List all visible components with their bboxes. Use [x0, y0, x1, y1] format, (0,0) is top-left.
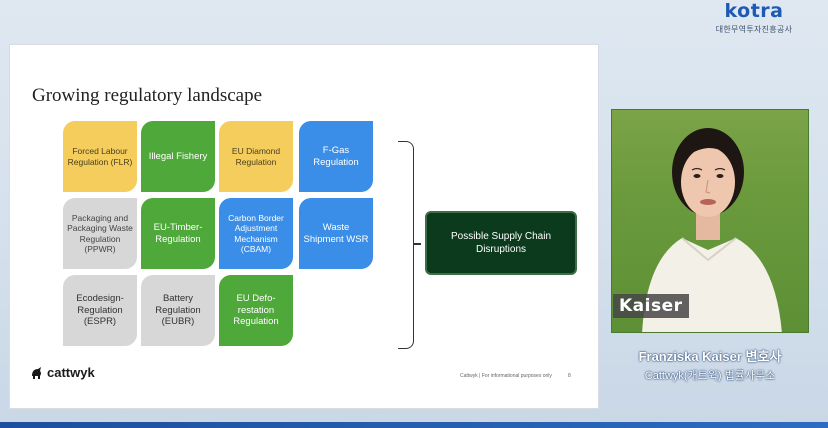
- slide-title: Growing regulatory landscape: [32, 85, 262, 107]
- tile-label: Packaging and Packaging Waste Regulation…: [66, 213, 134, 255]
- tile-label: EU-Timber-Regulation: [144, 222, 212, 245]
- tile-label: F-Gas Regulation: [302, 145, 370, 168]
- tile-f-gas: F-Gas Regulation: [299, 121, 373, 192]
- tile-eu-diamond: EU Diamond Regulation: [219, 121, 293, 192]
- logo-subtitle: 대한무역투자진흥공사: [702, 24, 806, 35]
- speaker-name-tag: Kaiser: [613, 294, 689, 318]
- tile-illegal-fishery: Illegal Fishery: [141, 121, 215, 192]
- tile-label: Waste Shipment WSR: [302, 222, 370, 245]
- tile-label: Ecodesign-Regulation (ESPR): [66, 293, 134, 328]
- cattwyk-wordmark: cattwyk: [47, 365, 95, 380]
- speaker-organization: Cattwyk(캐트윅) 법률사무소: [612, 367, 808, 383]
- tile-label: EU Defo-restation Regulation: [222, 293, 290, 328]
- tile-cbam: Carbon Border Adjustment Mechanism (CBAM…: [219, 198, 293, 269]
- result-label: Possible Supply Chain Disruptions: [435, 230, 567, 256]
- bracket-shape: [398, 141, 414, 349]
- tile-label: Battery Regulation (EUBR): [144, 293, 212, 328]
- bracket-tip: [413, 243, 421, 245]
- presentation-slide: Growing regulatory landscape Forced Labo…: [9, 44, 599, 409]
- tile-label: Carbon Border Adjustment Mechanism (CBAM…: [222, 213, 290, 255]
- tile-label: EU Diamond Regulation: [222, 146, 290, 167]
- speaker-full-name: Franziska Kaiser 변호사: [612, 346, 808, 365]
- kotra-logo: kotra 대한무역투자진흥공사: [702, 0, 806, 35]
- cattwyk-mark-icon: [30, 366, 44, 380]
- tile-battery: Battery Regulation (EUBR): [141, 275, 215, 346]
- tile-ppwr: Packaging and Packaging Waste Regulation…: [63, 198, 137, 269]
- tile-ecodesign: Ecodesign-Regulation (ESPR): [63, 275, 137, 346]
- bottom-accent-bar: [0, 422, 828, 428]
- slide-page-number: 8: [568, 373, 571, 379]
- tile-forced-labour: Forced Labour Regulation (FLR): [63, 121, 137, 192]
- cattwyk-logo: cattwyk: [30, 365, 95, 380]
- tile-waste-shipment: Waste Shipment WSR: [299, 198, 373, 269]
- slide-footer: Cattwyk | For informational purposes onl…: [460, 373, 552, 379]
- tile-eu-timber: EU-Timber-Regulation: [141, 198, 215, 269]
- supply-chain-box: Possible Supply Chain Disruptions: [425, 211, 577, 275]
- tile-label: Forced Labour Regulation (FLR): [66, 146, 134, 167]
- logo-text: kotra: [702, 0, 806, 22]
- tile-label: Illegal Fishery: [149, 151, 208, 163]
- tile-eu-deforestation: EU Defo-restation Regulation: [219, 275, 293, 346]
